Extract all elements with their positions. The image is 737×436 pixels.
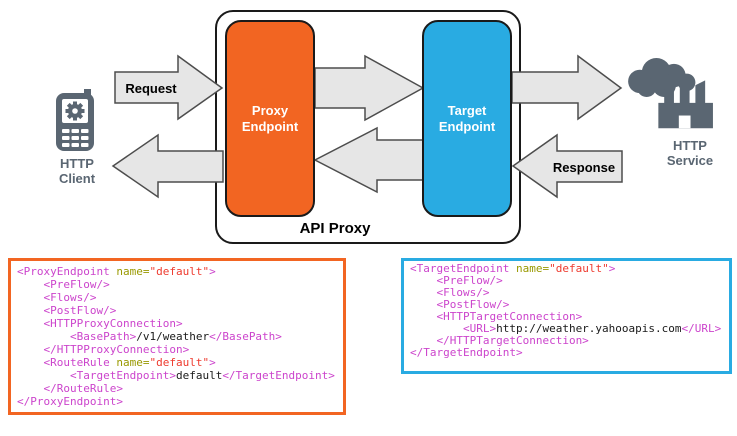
code-line: <TargetEndpoint>default</TargetEndpoint>	[17, 369, 335, 382]
response-label: Response	[552, 160, 616, 175]
code-line: </ProxyEndpoint>	[17, 395, 123, 408]
code-line: <Flows/>	[410, 286, 490, 299]
code-line: <HTTPProxyConnection>	[17, 317, 183, 330]
factory-icon	[658, 80, 713, 129]
code-line: <PostFlow/>	[17, 304, 117, 317]
http-service-label: HTTP Service	[666, 138, 714, 168]
code-line: <Flows/>	[17, 291, 97, 304]
request-arrow	[114, 54, 224, 121]
code-line: <ProxyEndpoint name="default">	[17, 265, 216, 278]
target-to-proxy-arrow	[313, 126, 424, 194]
proxy-endpoint-code-block: <ProxyEndpoint name="default"> <PreFlow/…	[8, 258, 346, 415]
cloud-icon	[628, 58, 696, 97]
request-label: Request	[125, 81, 177, 96]
proxy-to-target-arrow	[314, 54, 425, 122]
http-client-label: HTTP Client	[58, 156, 96, 186]
code-line: <PostFlow/>	[410, 298, 510, 311]
http-service-icon	[628, 58, 713, 129]
code-line: </RouteRule>	[17, 382, 123, 395]
flow-arrows	[111, 54, 623, 199]
code-line: <HTTPTargetConnection>	[410, 310, 583, 323]
code-line: <TargetEndpoint name="default">	[410, 262, 616, 275]
response-to-client-arrow	[111, 133, 224, 199]
code-line: <BasePath>/v1/weather</BasePath>	[17, 330, 282, 343]
code-line: <RouteRule name="default">	[17, 356, 216, 369]
target-to-service-arrow	[511, 54, 623, 121]
code-line: <PreFlow/>	[410, 274, 503, 287]
target-endpoint-box: Target Endpoint	[422, 20, 512, 217]
proxy-endpoint-box: Proxy Endpoint	[225, 20, 315, 217]
response-arrow	[511, 133, 623, 199]
http-client-phone-icon	[56, 89, 94, 151]
code-line: </TargetEndpoint>	[410, 346, 523, 359]
code-line: </HTTPProxyConnection>	[17, 343, 190, 356]
target-endpoint-code-block: <TargetEndpoint name="default"> <PreFlow…	[401, 258, 732, 374]
code-line: <URL>http://weather.yahooapis.com</URL>	[410, 322, 722, 335]
code-line: </HTTPTargetConnection>	[410, 334, 589, 347]
code-line: <PreFlow/>	[17, 278, 110, 291]
api-proxy-label: API Proxy	[299, 220, 371, 237]
